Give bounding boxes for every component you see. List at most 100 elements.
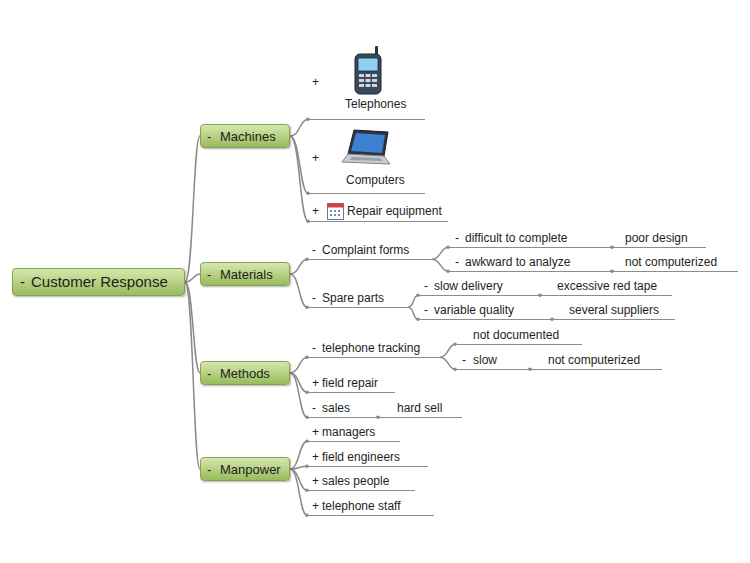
topic-text: Complaint forms <box>322 243 409 257</box>
toggle-sign: + <box>312 450 319 464</box>
branch-line <box>440 344 455 357</box>
toggle-sign: - <box>20 273 25 291</box>
subtopic: not documented <box>455 327 582 345</box>
branch-line <box>290 274 307 307</box>
toggle-sign: - <box>312 291 316 305</box>
toggle-sign: + <box>312 474 319 488</box>
subtopic: + Repair equipment <box>308 202 448 222</box>
toggle-sign: + <box>312 75 319 89</box>
subtopic: not computerized <box>612 254 738 272</box>
subtopic: -variable quality <box>418 302 552 320</box>
toggle-sign: - <box>312 401 316 415</box>
topic-text: managers <box>322 425 375 439</box>
toggle-sign: + <box>312 204 319 218</box>
subtopic: not computerized <box>530 352 662 370</box>
subtopic: -slow delivery <box>418 278 540 296</box>
toggle-sign: - <box>312 243 316 257</box>
main-topic-box: -Methods <box>200 361 290 385</box>
telephone-icon <box>345 46 391 96</box>
toggle-sign: - <box>312 341 316 355</box>
subtopic: hard sell <box>378 400 462 418</box>
branch-line <box>440 357 455 369</box>
main-topic-box: -Machines <box>200 124 290 148</box>
subtopic: +managers <box>307 424 400 442</box>
subtopic: +sales people <box>307 473 415 491</box>
branch-line <box>290 136 308 221</box>
toggle-sign: + <box>312 499 319 513</box>
topic-text: Telephones <box>345 97 406 111</box>
branch-line <box>432 259 448 271</box>
subtopic: + Telephones <box>308 42 425 120</box>
subtopic: poor design <box>612 230 706 248</box>
toggle-sign: - <box>207 366 211 382</box>
branch-line <box>290 357 307 373</box>
topic-text: variable quality <box>434 303 514 317</box>
toggle-sign: - <box>207 129 211 145</box>
toggle-sign: + <box>312 425 319 439</box>
branch-line <box>185 282 200 469</box>
branch-line <box>185 274 200 282</box>
topic-text: poor design <box>625 231 688 245</box>
topic-text: Repair equipment <box>347 204 442 218</box>
toggle-sign: + <box>312 376 319 390</box>
topic-text: several suppliers <box>569 303 659 317</box>
subtopic: -Spare parts <box>307 290 408 308</box>
topic-text: not documented <box>473 328 559 342</box>
topic-text: Spare parts <box>322 291 384 305</box>
toggle-sign: - <box>462 353 466 367</box>
topic-text: Materials <box>220 267 273 283</box>
subtopic: + Computers <box>308 126 425 194</box>
central-topic: -Customer Response <box>12 268 185 296</box>
branch-line <box>290 469 307 515</box>
subtopic: -slow <box>455 352 530 370</box>
laptop-icon <box>340 128 392 170</box>
subtopic: +field engineers <box>307 449 428 467</box>
subtopic: several suppliers <box>552 302 675 320</box>
toggle-sign: - <box>207 267 211 283</box>
toggle-sign: - <box>207 462 211 478</box>
topic-text: field repair <box>322 376 378 390</box>
toggle-sign: - <box>455 255 459 269</box>
topic-text: not computerized <box>548 353 640 367</box>
topic-text: awkward to analyze <box>465 255 570 269</box>
branch-line <box>290 373 307 417</box>
branch-line <box>408 307 418 319</box>
toggle-sign: - <box>455 231 459 245</box>
subtopic: excessive red tape <box>540 278 672 296</box>
branch-line <box>290 466 307 469</box>
topic-text: Methods <box>220 366 270 382</box>
toggle-sign: - <box>424 279 428 293</box>
branch-line <box>185 136 200 282</box>
subtopic: -difficult to complete <box>448 230 612 248</box>
subtopic: -awkward to analyze <box>448 254 612 272</box>
topic-text: hard sell <box>397 401 442 415</box>
topic-text: slow delivery <box>434 279 503 293</box>
subtopic: +telephone staff <box>307 498 434 516</box>
branch-line <box>290 441 307 469</box>
main-topic-box: -Manpower <box>200 457 290 481</box>
branch-line <box>290 136 308 193</box>
subtopic: -sales <box>307 400 378 418</box>
branch-line <box>432 247 448 259</box>
branch-line <box>290 259 307 274</box>
topic-text: sales people <box>322 474 389 488</box>
topic-text: difficult to complete <box>465 231 568 245</box>
topic-text: not computerized <box>625 255 717 269</box>
topic-text: slow <box>473 353 497 367</box>
calendar-icon <box>327 203 344 220</box>
toggle-sign: - <box>424 303 428 317</box>
toggle-sign: + <box>312 151 319 165</box>
topic-text: Manpower <box>220 462 281 478</box>
main-topic-box: -Materials <box>200 262 290 286</box>
topic-text: field engineers <box>322 450 400 464</box>
subtopic: -telephone tracking <box>307 340 440 358</box>
topic-text: Customer Response <box>31 273 168 291</box>
topic-text: Computers <box>346 173 405 187</box>
topic-text: Machines <box>220 129 276 145</box>
topic-text: telephone tracking <box>322 341 420 355</box>
topic-text: sales <box>322 401 350 415</box>
topic-text: excessive red tape <box>557 279 657 293</box>
branch-line <box>290 119 308 136</box>
branch-line <box>408 295 418 307</box>
